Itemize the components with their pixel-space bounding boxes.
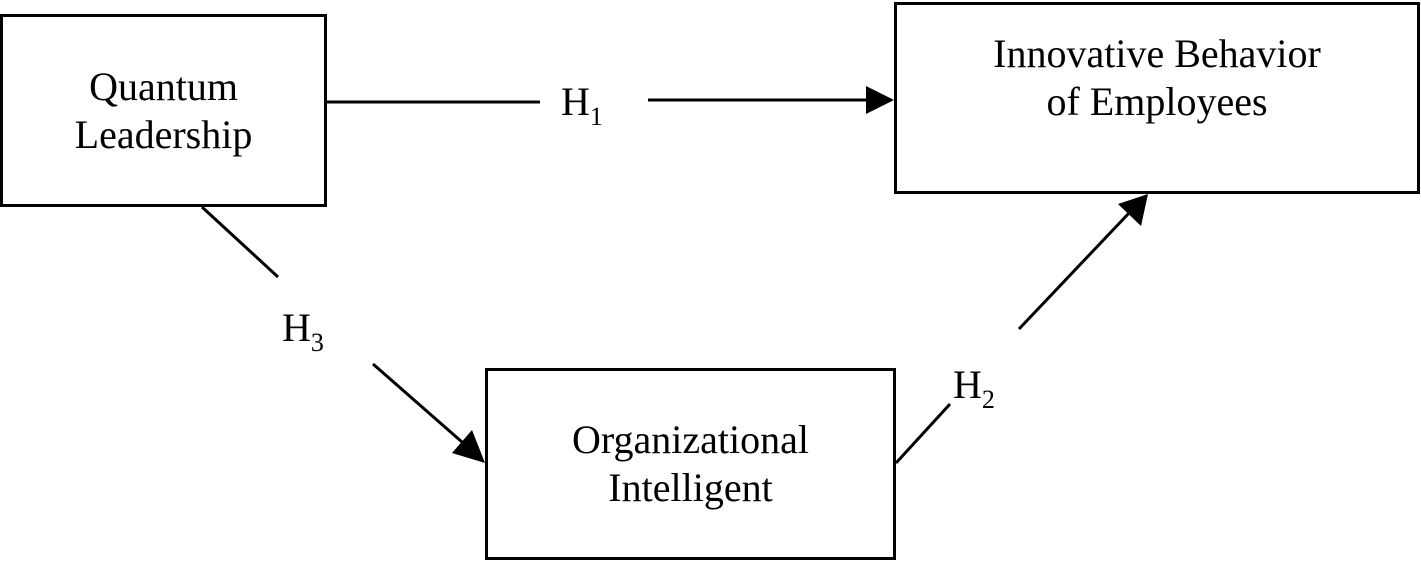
edge-label-h1: H1 xyxy=(561,79,603,132)
edge-label-h3: H3 xyxy=(282,305,324,358)
node-innovative-behavior-line2: of Employees xyxy=(1046,79,1268,124)
edge-label-h3-letter: H xyxy=(282,305,311,350)
edge-h3 xyxy=(200,205,485,463)
edge-h1 xyxy=(327,86,894,114)
node-quantum-leadership: Quantum Leadership xyxy=(0,14,327,207)
edge-h2-line xyxy=(1017,210,1132,331)
edge-h2 xyxy=(894,194,1148,465)
node-innovative-behavior: Innovative Behavior of Employees xyxy=(894,2,1420,194)
edge-label-h2: H2 xyxy=(953,362,995,415)
node-quantum-leadership-line1: Quantum xyxy=(89,63,238,109)
node-innovative-behavior-line1: Innovative Behavior xyxy=(993,31,1321,76)
node-organizational-intelligent-line1: Organizational xyxy=(572,417,809,462)
edge-h2-arrowhead xyxy=(1118,194,1148,226)
node-organizational-intelligent: Organizational Intelligent xyxy=(485,368,896,560)
edge-h3-arrowhead xyxy=(452,430,485,463)
edge-h1-arrowhead xyxy=(866,86,894,114)
edge-label-h2-letter: H xyxy=(953,362,982,407)
edge-label-h3-index: 3 xyxy=(310,328,324,357)
edge-label-h1-letter: H xyxy=(561,79,590,124)
edge-label-h1-index: 1 xyxy=(589,102,603,131)
node-organizational-intelligent-line2: Intelligent xyxy=(608,465,773,510)
node-quantum-leadership-line2: Leadership xyxy=(74,111,253,157)
edge-h3-line xyxy=(372,362,463,444)
edge-label-h2-index: 2 xyxy=(981,385,995,414)
edge-h2-line xyxy=(894,402,952,465)
edge-h3-line xyxy=(200,205,280,279)
